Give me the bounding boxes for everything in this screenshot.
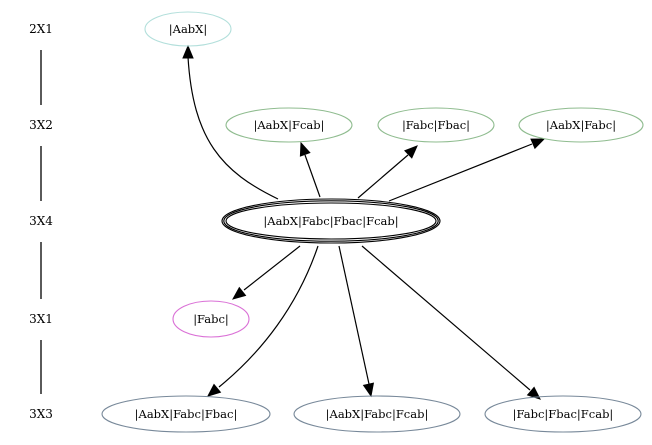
node-label: |Fabc|Fbac|Fcab| [513, 407, 614, 422]
edge-line [243, 245, 301, 291]
edge-center-to-aabx_fabc [388, 138, 546, 202]
edge-line [187, 56, 279, 200]
rank-label-3x1: 3X1 [29, 312, 53, 326]
node-fabc-fbac: |Fabc|Fbac| [377, 107, 495, 143]
node-label: |Fabc| [193, 312, 229, 327]
node-label: |AabX|Fcab| [254, 118, 325, 133]
rank-label-2x1: 2X1 [29, 22, 53, 36]
node-aabx-fcab: |AabX|Fcab| [225, 107, 353, 143]
nodes: |AabX| |AabX|Fcab| |Fabc|Fbac| |AabX|Fabc| |… [101, 11, 644, 433]
edge-center-to-aabx_fabc_fcab [338, 245, 375, 398]
node-label: |AabX|Fabc|Fbac|Fcab| [263, 214, 398, 229]
arrowhead [182, 44, 194, 59]
arrowhead [231, 286, 247, 300]
arrowhead [207, 383, 222, 397]
node-ellipse [518, 107, 644, 143]
node-label: |AabX|Fabc|Fbac| [135, 407, 238, 422]
node-fabc: |Fabc| [172, 300, 250, 338]
node-aabx-fabc-fbac: |AabX|Fabc|Fbac| [101, 395, 271, 433]
node-center: |AabX|Fabc|Fbac|Fcab| [221, 198, 441, 244]
edge-center-to-fabc_fbac_fcab [361, 245, 541, 400]
node-label: |AabX|Fabc| [546, 118, 616, 133]
node-ellipse [144, 11, 232, 47]
edge-line [357, 154, 409, 199]
edge-center-to-aabx_fcab [299, 141, 321, 198]
arrowhead [404, 145, 418, 159]
edge-center-to-fabc [231, 245, 301, 300]
arrowhead [530, 138, 546, 150]
node-label: |AabX|Fabc|Fcab| [326, 407, 429, 422]
node-aabx-fabc: |AabX|Fabc| [518, 107, 644, 143]
node-label: |AabX| [169, 22, 207, 37]
edges [182, 44, 546, 400]
edge-center-to-aabx [182, 44, 279, 200]
arrowhead [299, 141, 311, 157]
rank-label-3x3: 3X3 [29, 407, 53, 421]
node-inner-ellipse [225, 202, 437, 240]
node-label: |Fabc|Fbac| [402, 118, 470, 133]
node-ellipse [221, 198, 441, 244]
node-ellipse [225, 107, 353, 143]
edge-line [218, 245, 319, 388]
rank-label-3x2: 3X2 [29, 118, 53, 132]
rank-label-3x4: 3X4 [29, 214, 53, 228]
node-ellipse [101, 395, 271, 433]
edge-line [338, 245, 370, 385]
node-aabx-fabc-fcab: |AabX|Fabc|Fcab| [293, 395, 461, 433]
node-mid-ellipse [223, 200, 439, 242]
node-ellipse [484, 395, 642, 433]
node-aabx: |AabX| [144, 11, 232, 47]
edge-center-to-fabc_fbac [357, 145, 418, 199]
edge-line [388, 143, 533, 202]
node-ellipse [377, 107, 495, 143]
edge-line [361, 245, 531, 391]
node-ellipse [172, 300, 250, 338]
arrowhead [362, 382, 375, 398]
node-ellipse [293, 395, 461, 433]
rank-axis: 2X1 3X2 3X4 3X1 3X3 [29, 22, 53, 421]
edge-center-to-aabx_fabc_fbac [207, 245, 319, 397]
edge-line [304, 154, 321, 198]
node-fabc-fbac-fcab: |Fabc|Fbac|Fcab| [484, 395, 642, 433]
